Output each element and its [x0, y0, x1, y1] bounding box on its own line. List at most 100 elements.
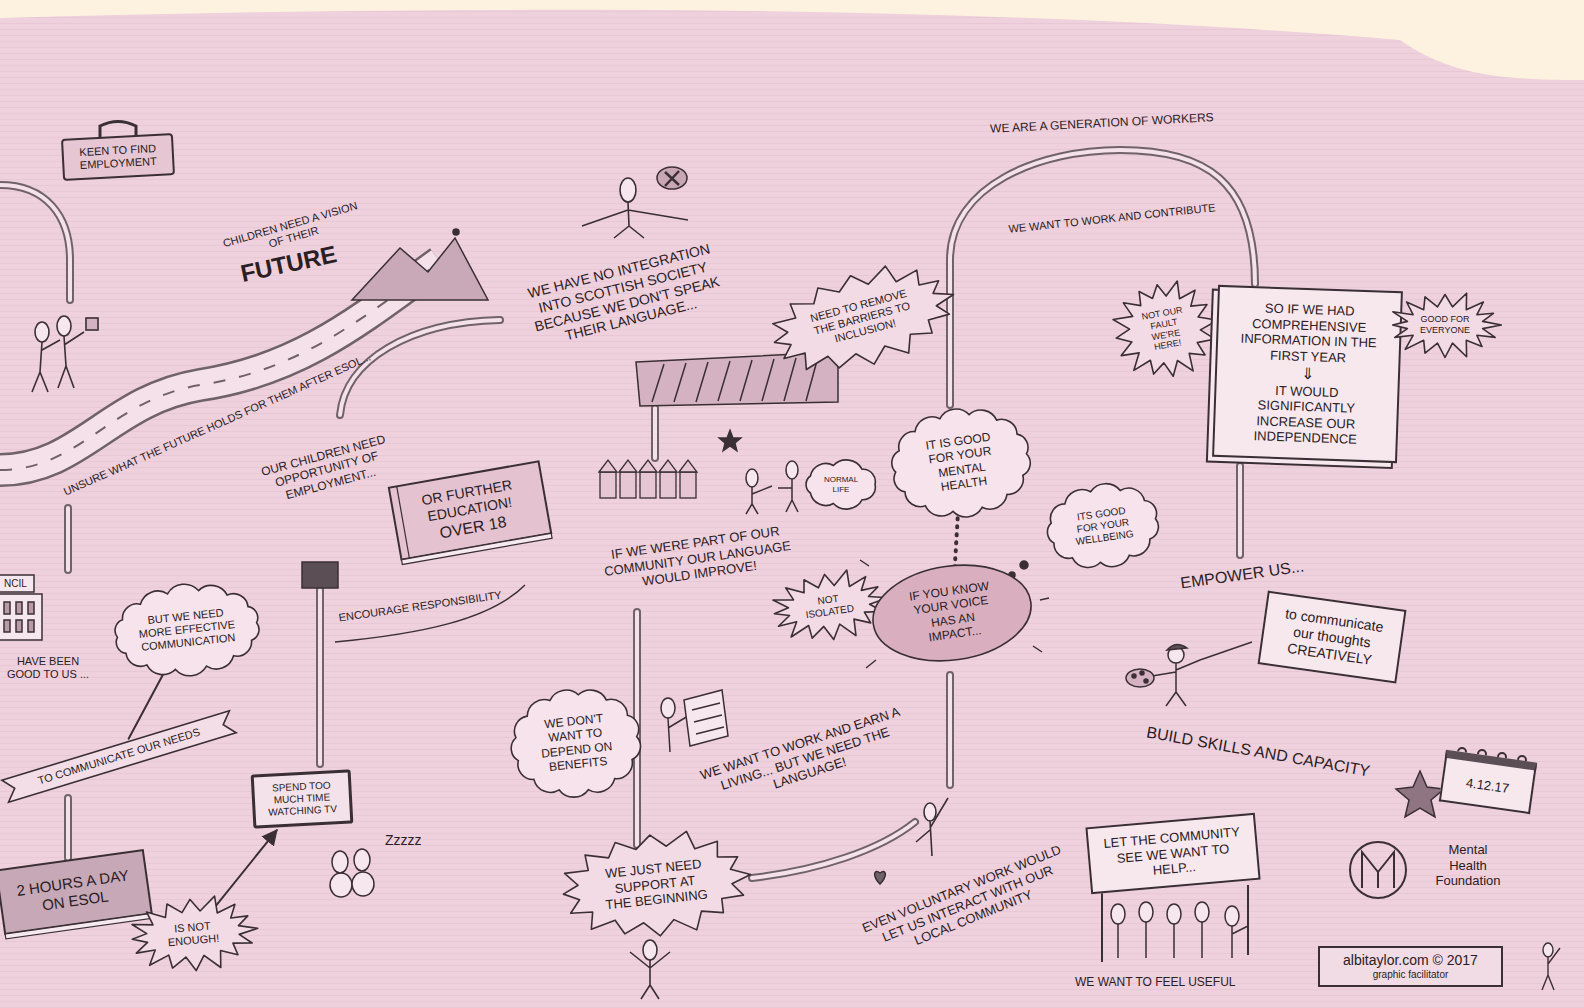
painter-figure: [1126, 669, 1154, 687]
journey-path: [1238, 466, 1242, 555]
journey-path: [0, 150, 1255, 878]
journey-path: [0, 185, 70, 300]
shape-outline: [1108, 275, 1226, 384]
pink-wave: [0, 10, 1584, 1008]
journey-path: [948, 675, 952, 785]
journey-path: [0, 185, 70, 300]
shape-outline: [2, 711, 236, 803]
barrier-wall: [636, 352, 838, 406]
tv-box: SPEND TOO MUCH TIME WATCHING TV: [251, 769, 354, 828]
houses: [639, 460, 657, 472]
note-label: HAVE BEEN GOOD TO US ...: [4, 655, 92, 681]
figure-with-papers: [668, 716, 688, 752]
shape-outline: [111, 577, 263, 683]
journey-path: [340, 320, 500, 415]
houses: [599, 430, 741, 498]
journey-path: [316, 590, 324, 764]
shape-outline: [5, 913, 152, 939]
crowd: [1118, 922, 1248, 958]
journey-path: [64, 508, 72, 570]
council-building: [0, 575, 34, 592]
journey-path: [950, 150, 1255, 405]
council-building: [4, 620, 10, 632]
council-building: [16, 620, 22, 632]
houses: [719, 430, 741, 451]
sleeping-figures: [354, 849, 370, 871]
stick-figure: [746, 469, 758, 487]
star: [1396, 771, 1444, 817]
cheering-figure: [643, 940, 657, 960]
signature-figure: [1542, 948, 1560, 990]
cheering-figure: [630, 940, 670, 999]
node-text: NOT ISOLATED: [801, 590, 858, 621]
council-building: [0, 594, 42, 640]
node-text: BUT WE NEED MORE EFFECTIVE COMMUNICATION: [136, 605, 238, 655]
node-text: IT WOULD SIGNIFICANTLY INCREASE OUR INDE…: [1225, 381, 1388, 449]
node-text: albitaylor.com © 2017: [1326, 952, 1495, 969]
stick-figure: [32, 316, 98, 392]
figure-with-papers: [684, 690, 728, 746]
journey-path: [0, 150, 1255, 878]
node-text: NOT OUR FAULT WE'RE HERE!: [1139, 304, 1192, 355]
thought-cloud: IT IS GOOD FOR YOUR MENTAL HEALTH: [895, 412, 1028, 514]
painter-figure: [1126, 642, 1252, 706]
shape-outline: [402, 533, 553, 564]
connector: [129, 670, 166, 739]
thought-cloud-x: [657, 167, 687, 189]
council-building: [16, 602, 22, 614]
node-text: SPEND TOO MUCH TIME WATCHING TV: [260, 779, 344, 819]
star: [1396, 771, 1444, 817]
stick-figure: [786, 461, 798, 479]
mountains: [352, 238, 488, 300]
houses: [660, 472, 676, 498]
shape-outline: [806, 460, 875, 509]
journey-path: [1236, 466, 1244, 555]
mhf-logo: [1350, 842, 1406, 898]
journey-path: [752, 822, 915, 878]
note-label: Mental Health Foundation: [1428, 842, 1508, 889]
raising-hand-figure: [924, 803, 936, 821]
journey-path: [946, 675, 954, 785]
houses: [620, 472, 636, 498]
crowd: [1195, 902, 1209, 922]
thought-cloud-x: [657, 167, 687, 189]
starburst: GOOD FOR EVERYONE: [1418, 312, 1472, 338]
shape-outline: [397, 486, 410, 558]
placard-poles: [1102, 885, 1248, 962]
briefcase-box: KEEN TO FIND EMPLOYMENT: [61, 133, 175, 181]
journey-path: [635, 612, 639, 845]
journey-path: [633, 612, 641, 845]
houses: [680, 472, 696, 498]
crowd: [1225, 906, 1239, 926]
thought-cloud: WE DON'T WANT TO DEPEND ON BENEFITS: [516, 694, 636, 791]
houses: [659, 460, 677, 472]
journey-path: [651, 408, 659, 458]
figure-with-papers: [661, 698, 675, 718]
starburst: IS NOT ENOUGH!: [159, 915, 228, 953]
voice-rays: [1020, 561, 1028, 569]
raising-hand-figure: [875, 871, 886, 884]
journey-path: [66, 798, 70, 858]
sleeping-figures: [330, 873, 352, 897]
voice-rays: [1009, 572, 1015, 578]
connector: [954, 511, 958, 576]
sleeping-figures: [332, 851, 348, 873]
shape-outline: [389, 461, 551, 559]
figure-with-papers: [661, 690, 728, 752]
shape-outline: [867, 555, 1038, 670]
note-label: Zzzzz: [385, 832, 422, 849]
ribbon: [335, 585, 525, 642]
houses: [679, 460, 697, 472]
raising-hand-figure: [916, 798, 948, 856]
shape-outline: [506, 683, 645, 803]
node-text: SO IF WE HAD COMPREHENSIVE INFORMATION I…: [1227, 299, 1390, 367]
stick-figure: [32, 340, 60, 392]
journey-path: [318, 590, 322, 764]
stick-figure: [620, 178, 636, 202]
mountains: [453, 229, 459, 235]
painter-figure: [1132, 674, 1136, 678]
node-text: IT IS GOOD FOR YOUR MENTAL HEALTH: [912, 428, 1009, 498]
